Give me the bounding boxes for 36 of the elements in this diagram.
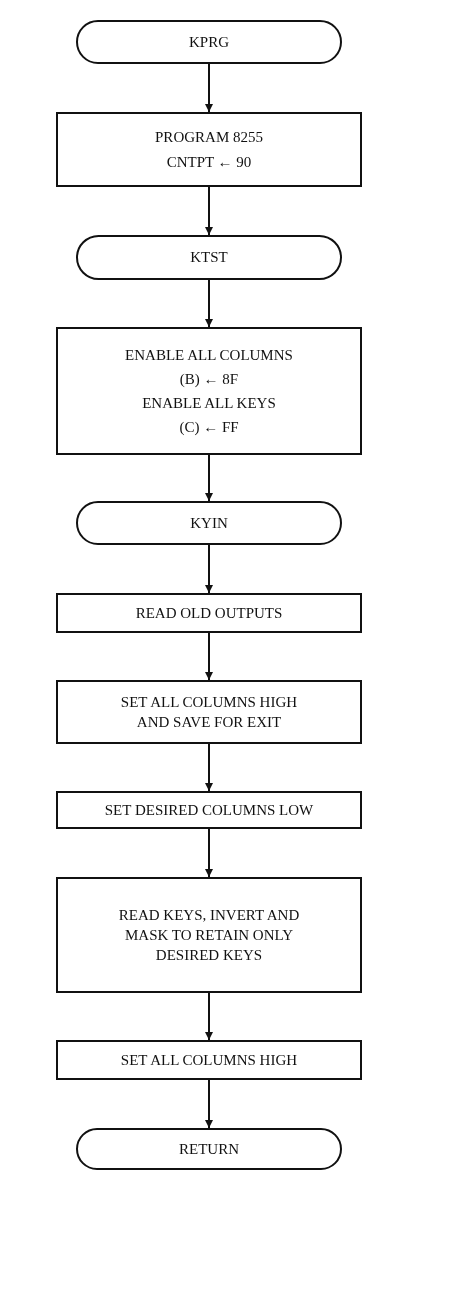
process-box xyxy=(56,112,362,187)
node-text: CNTPT ← 90 xyxy=(166,152,252,172)
node-text: (C) ← FF xyxy=(179,418,239,438)
process-box xyxy=(56,680,362,744)
process-box xyxy=(56,877,362,993)
node-text: PROGRAM 8255 xyxy=(155,128,263,148)
node-text: ENABLE ALL COLUMNS xyxy=(125,345,293,365)
process-box xyxy=(56,327,362,455)
process-box xyxy=(56,791,362,829)
arrow xyxy=(205,632,213,681)
process-box xyxy=(56,593,362,633)
terminal-box xyxy=(76,20,342,64)
node-text: RETURN xyxy=(179,1139,239,1159)
arrow xyxy=(205,279,213,328)
node-text: READ KEYS, INVERT AND MASK TO RETAIN ONLY DESIRED KEYS xyxy=(117,905,301,966)
arrow xyxy=(205,63,213,113)
terminal-box xyxy=(76,501,342,545)
node-text: SET ALL COLUMNS HIGH xyxy=(120,1050,298,1070)
process-box xyxy=(56,1040,362,1080)
arrow xyxy=(205,828,213,878)
node-text: SET ALL COLUMNS HIGH AND SAVE FOR EXIT xyxy=(119,692,299,732)
node-text: SET DESIRED COLUMNS LOW xyxy=(104,800,314,820)
arrow xyxy=(205,743,213,792)
node-text: (B) ← 8F xyxy=(179,369,239,389)
node-text: KYIN xyxy=(190,513,228,533)
arrow xyxy=(205,186,213,236)
arrow xyxy=(205,1079,213,1129)
arrow xyxy=(205,544,213,594)
arrow xyxy=(205,454,213,502)
node-text: READ OLD OUTPUTS xyxy=(135,603,283,623)
terminal-box xyxy=(76,1128,342,1170)
node-text: ENABLE ALL KEYS xyxy=(142,394,276,413)
node-text: KPRG xyxy=(189,32,229,52)
terminal-box xyxy=(76,235,342,280)
arrow xyxy=(205,992,213,1041)
node-text: KTST xyxy=(190,248,228,268)
